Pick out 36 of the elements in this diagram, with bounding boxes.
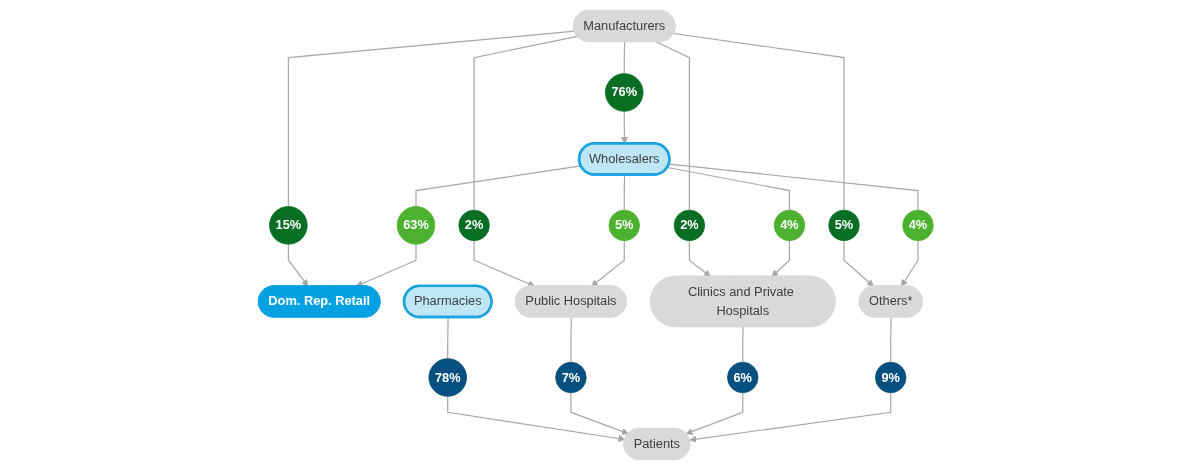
- connector: [655, 41, 690, 211]
- connector: [666, 166, 790, 211]
- connector: [473, 35, 578, 211]
- arrow: [590, 240, 625, 287]
- connector: [889, 316, 892, 363]
- arrow: [287, 243, 308, 287]
- node-circle: 9%: [874, 361, 907, 394]
- node-circle: 4%: [773, 209, 805, 242]
- connector: [672, 32, 845, 211]
- arrow: [570, 392, 629, 435]
- connector: [623, 41, 625, 75]
- node-circle: 7%: [554, 361, 587, 394]
- connector: [668, 163, 919, 211]
- node-circle: 6%: [726, 361, 759, 394]
- node-circle: 5%: [608, 209, 640, 242]
- arrow: [900, 240, 919, 287]
- connector: [570, 316, 572, 363]
- node-circle: 63%: [396, 206, 435, 245]
- connector: [623, 174, 625, 211]
- node-circle: 78%: [428, 358, 467, 397]
- node-circle: 2%: [673, 209, 705, 242]
- arrow: [446, 395, 625, 442]
- arrow: [689, 392, 891, 443]
- connector: [287, 30, 575, 208]
- node-circle: 2%: [458, 209, 490, 242]
- node-circle: 15%: [268, 206, 308, 245]
- node-circle: 4%: [902, 209, 934, 242]
- node-circle: 5%: [828, 209, 860, 242]
- arrow: [473, 240, 535, 287]
- arrow: [771, 240, 790, 277]
- arrow: [355, 243, 417, 287]
- arrow: [688, 240, 711, 277]
- node-circle: 76%: [604, 73, 644, 112]
- arrow: [843, 240, 874, 287]
- connector: [741, 326, 744, 363]
- arrow: [685, 392, 743, 435]
